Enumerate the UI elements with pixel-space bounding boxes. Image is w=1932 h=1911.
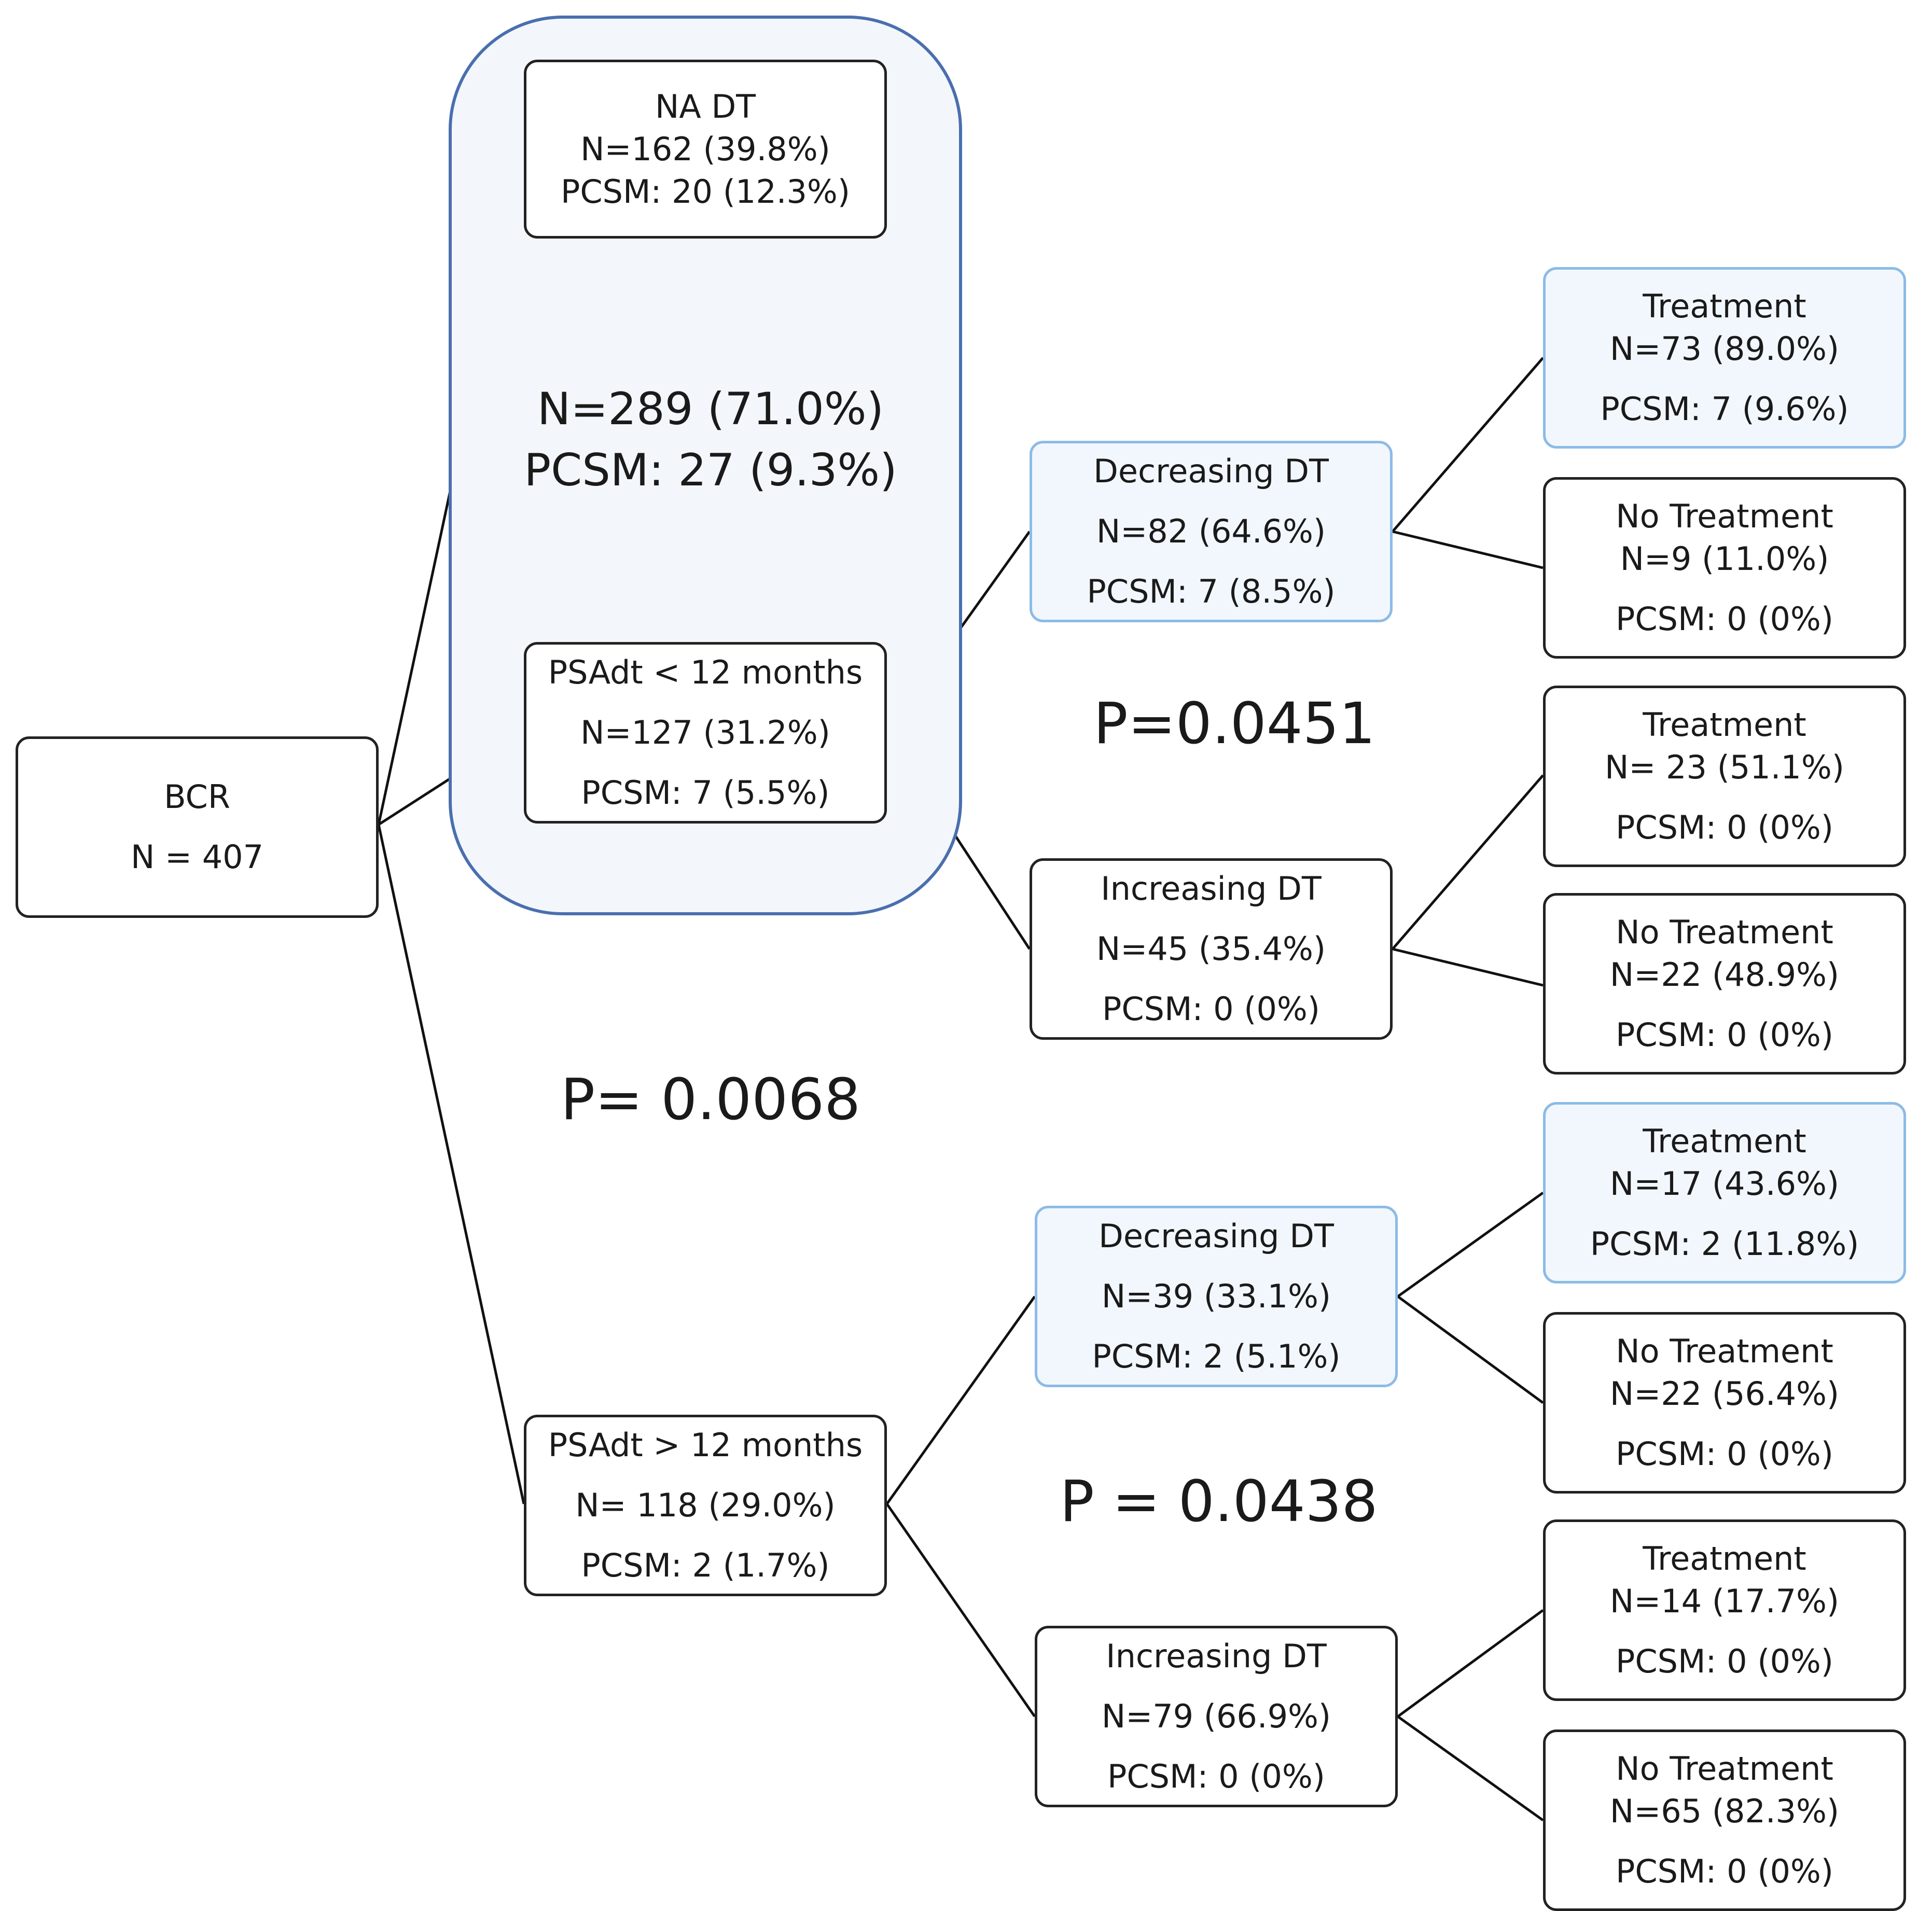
leaf-n: N=22 (48.9%) xyxy=(1609,956,1840,994)
node-psadt-lt-12: PSAdt < 12 months N=127 (31.2%) PCSM: 7 … xyxy=(524,642,887,824)
node-gt-decreasing-dt-pcsm: PCSM: 2 (5.1%) xyxy=(1092,1337,1341,1375)
connector-psadt-gt-increasing xyxy=(885,1503,1036,1718)
node-lt-decreasing-dt: Decreasing DT N=82 (64.6%) PCSM: 7 (8.5%… xyxy=(1030,441,1393,622)
connector-gt-dec-treatment xyxy=(1397,1191,1544,1298)
node-bcr: BCR N = 407 xyxy=(16,736,379,918)
group-summary: N=289 (71.0%) PCSM: 27 (9.3%) xyxy=(519,379,902,501)
leaf-n: N=9 (11.0%) xyxy=(1620,540,1829,578)
connector-bcr-psadt-gt xyxy=(377,824,525,1504)
node-psadt-gt-12: PSAdt > 12 months N= 118 (29.0%) PCSM: 2… xyxy=(524,1415,887,1596)
node-lt-decreasing-dt-pcsm: PCSM: 7 (8.5%) xyxy=(1087,573,1336,610)
node-bcr-title: BCR xyxy=(164,778,230,816)
connector-gt-inc-no-treatment xyxy=(1397,1715,1544,1822)
leaf-pcsm: PCSM: 0 (0%) xyxy=(1615,1016,1833,1054)
node-lt-decreasing-dt-n: N=82 (64.6%) xyxy=(1096,512,1326,550)
node-na-dt-pcsm: PCSM: 20 (12.3%) xyxy=(560,172,851,211)
node-psadt-gt-12-n: N= 118 (29.0%) xyxy=(575,1486,836,1524)
connector-psadt-gt-decreasing xyxy=(885,1295,1036,1505)
leaf-pcsm: PCSM: 0 (0%) xyxy=(1615,1642,1833,1680)
leaf-title: No Treatment xyxy=(1616,1750,1833,1788)
node-na-dt: NA DT N=162 (39.8%) PCSM: 20 (12.3%) xyxy=(524,60,887,239)
p-value-main: P= 0.0068 xyxy=(560,1066,861,1133)
leaf-pcsm: PCSM: 0 (0%) xyxy=(1615,1852,1833,1890)
leaf-title: Treatment xyxy=(1643,287,1806,325)
node-leaf-no-treatment: No Treatment N=9 (11.0%) PCSM: 0 (0%) xyxy=(1543,477,1906,659)
node-leaf-treatment: Treatment N= 23 (51.1%) PCSM: 0 (0%) xyxy=(1543,686,1906,867)
node-lt-increasing-dt-n: N=45 (35.4%) xyxy=(1096,930,1326,968)
leaf-pcsm: PCSM: 7 (9.6%) xyxy=(1600,390,1849,428)
node-leaf-treatment: Treatment N=73 (89.0%) PCSM: 7 (9.6%) xyxy=(1543,267,1906,449)
node-leaf-no-treatment: No Treatment N=22 (56.4%) PCSM: 0 (0%) xyxy=(1543,1312,1906,1494)
leaf-title: No Treatment xyxy=(1616,1332,1833,1370)
node-psadt-lt-12-n: N=127 (31.2%) xyxy=(580,714,830,751)
node-gt-increasing-dt: Increasing DT N=79 (66.9%) PCSM: 0 (0%) xyxy=(1035,1626,1398,1807)
connector-lt-dec-no-treatment xyxy=(1392,530,1544,569)
leaf-pcsm: PCSM: 0 (0%) xyxy=(1615,600,1833,638)
leaf-title: Treatment xyxy=(1643,706,1806,744)
leaf-n: N=73 (89.0%) xyxy=(1609,330,1840,368)
node-psadt-lt-12-title: PSAdt < 12 months xyxy=(548,653,863,691)
node-psadt-gt-12-title: PSAdt > 12 months xyxy=(548,1426,863,1464)
node-lt-increasing-dt: Increasing DT N=45 (35.4%) PCSM: 0 (0%) xyxy=(1030,858,1393,1040)
node-bcr-n: N = 407 xyxy=(130,838,264,876)
leaf-title: Treatment xyxy=(1643,1540,1806,1578)
node-na-dt-title: NA DT xyxy=(655,87,756,125)
node-gt-increasing-dt-title: Increasing DT xyxy=(1106,1637,1327,1675)
leaf-n: N=65 (82.3%) xyxy=(1609,1792,1840,1830)
leaf-n: N=14 (17.7%) xyxy=(1609,1582,1840,1620)
leaf-pcsm: PCSM: 0 (0%) xyxy=(1615,1435,1833,1473)
group-n: N=289 (71.0%) xyxy=(537,383,884,435)
node-gt-decreasing-dt-n: N=39 (33.1%) xyxy=(1101,1277,1331,1315)
leaf-title: No Treatment xyxy=(1616,913,1833,951)
node-leaf-no-treatment: No Treatment N=65 (82.3%) PCSM: 0 (0%) xyxy=(1543,1729,1906,1911)
leaf-n: N=22 (56.4%) xyxy=(1609,1375,1840,1413)
leaf-n: N=17 (43.6%) xyxy=(1609,1165,1840,1203)
connector-gt-inc-treatment xyxy=(1397,1609,1544,1718)
node-gt-increasing-dt-pcsm: PCSM: 0 (0%) xyxy=(1107,1757,1325,1795)
node-leaf-no-treatment: No Treatment N=22 (48.9%) PCSM: 0 (0%) xyxy=(1543,893,1906,1075)
node-lt-decreasing-dt-title: Decreasing DT xyxy=(1093,452,1329,490)
leaf-pcsm: PCSM: 2 (11.8%) xyxy=(1590,1225,1859,1263)
node-lt-increasing-dt-title: Increasing DT xyxy=(1101,870,1322,908)
node-leaf-treatment: Treatment N=14 (17.7%) PCSM: 0 (0%) xyxy=(1543,1519,1906,1701)
connector-gt-dec-no-treatment xyxy=(1397,1295,1544,1404)
leaf-n: N= 23 (51.1%) xyxy=(1605,748,1844,786)
node-lt-increasing-dt-pcsm: PCSM: 0 (0%) xyxy=(1102,990,1320,1028)
group-pcsm: PCSM: 27 (9.3%) xyxy=(524,444,897,496)
p-value-lt-split: P=0.0451 xyxy=(1093,690,1375,757)
leaf-title: Treatment xyxy=(1643,1122,1806,1160)
connector-lt-inc-no-treatment xyxy=(1392,947,1544,987)
leaf-title: No Treatment xyxy=(1616,497,1833,535)
node-gt-decreasing-dt-title: Decreasing DT xyxy=(1099,1217,1334,1255)
connector-lt-inc-treatment xyxy=(1392,774,1544,950)
node-gt-decreasing-dt: Decreasing DT N=39 (33.1%) PCSM: 2 (5.1%… xyxy=(1035,1206,1398,1387)
node-na-dt-n: N=162 (39.8%) xyxy=(580,130,830,168)
node-leaf-treatment: Treatment N=17 (43.6%) PCSM: 2 (11.8%) xyxy=(1543,1102,1906,1284)
node-psadt-lt-12-pcsm: PCSM: 7 (5.5%) xyxy=(581,774,830,812)
node-gt-increasing-dt-n: N=79 (66.9%) xyxy=(1101,1697,1331,1735)
p-value-gt-split: P = 0.0438 xyxy=(1060,1468,1378,1535)
node-psadt-gt-12-pcsm: PCSM: 2 (1.7%) xyxy=(581,1546,830,1584)
leaf-pcsm: PCSM: 0 (0%) xyxy=(1615,808,1833,846)
connector-lt-dec-treatment xyxy=(1392,357,1544,533)
